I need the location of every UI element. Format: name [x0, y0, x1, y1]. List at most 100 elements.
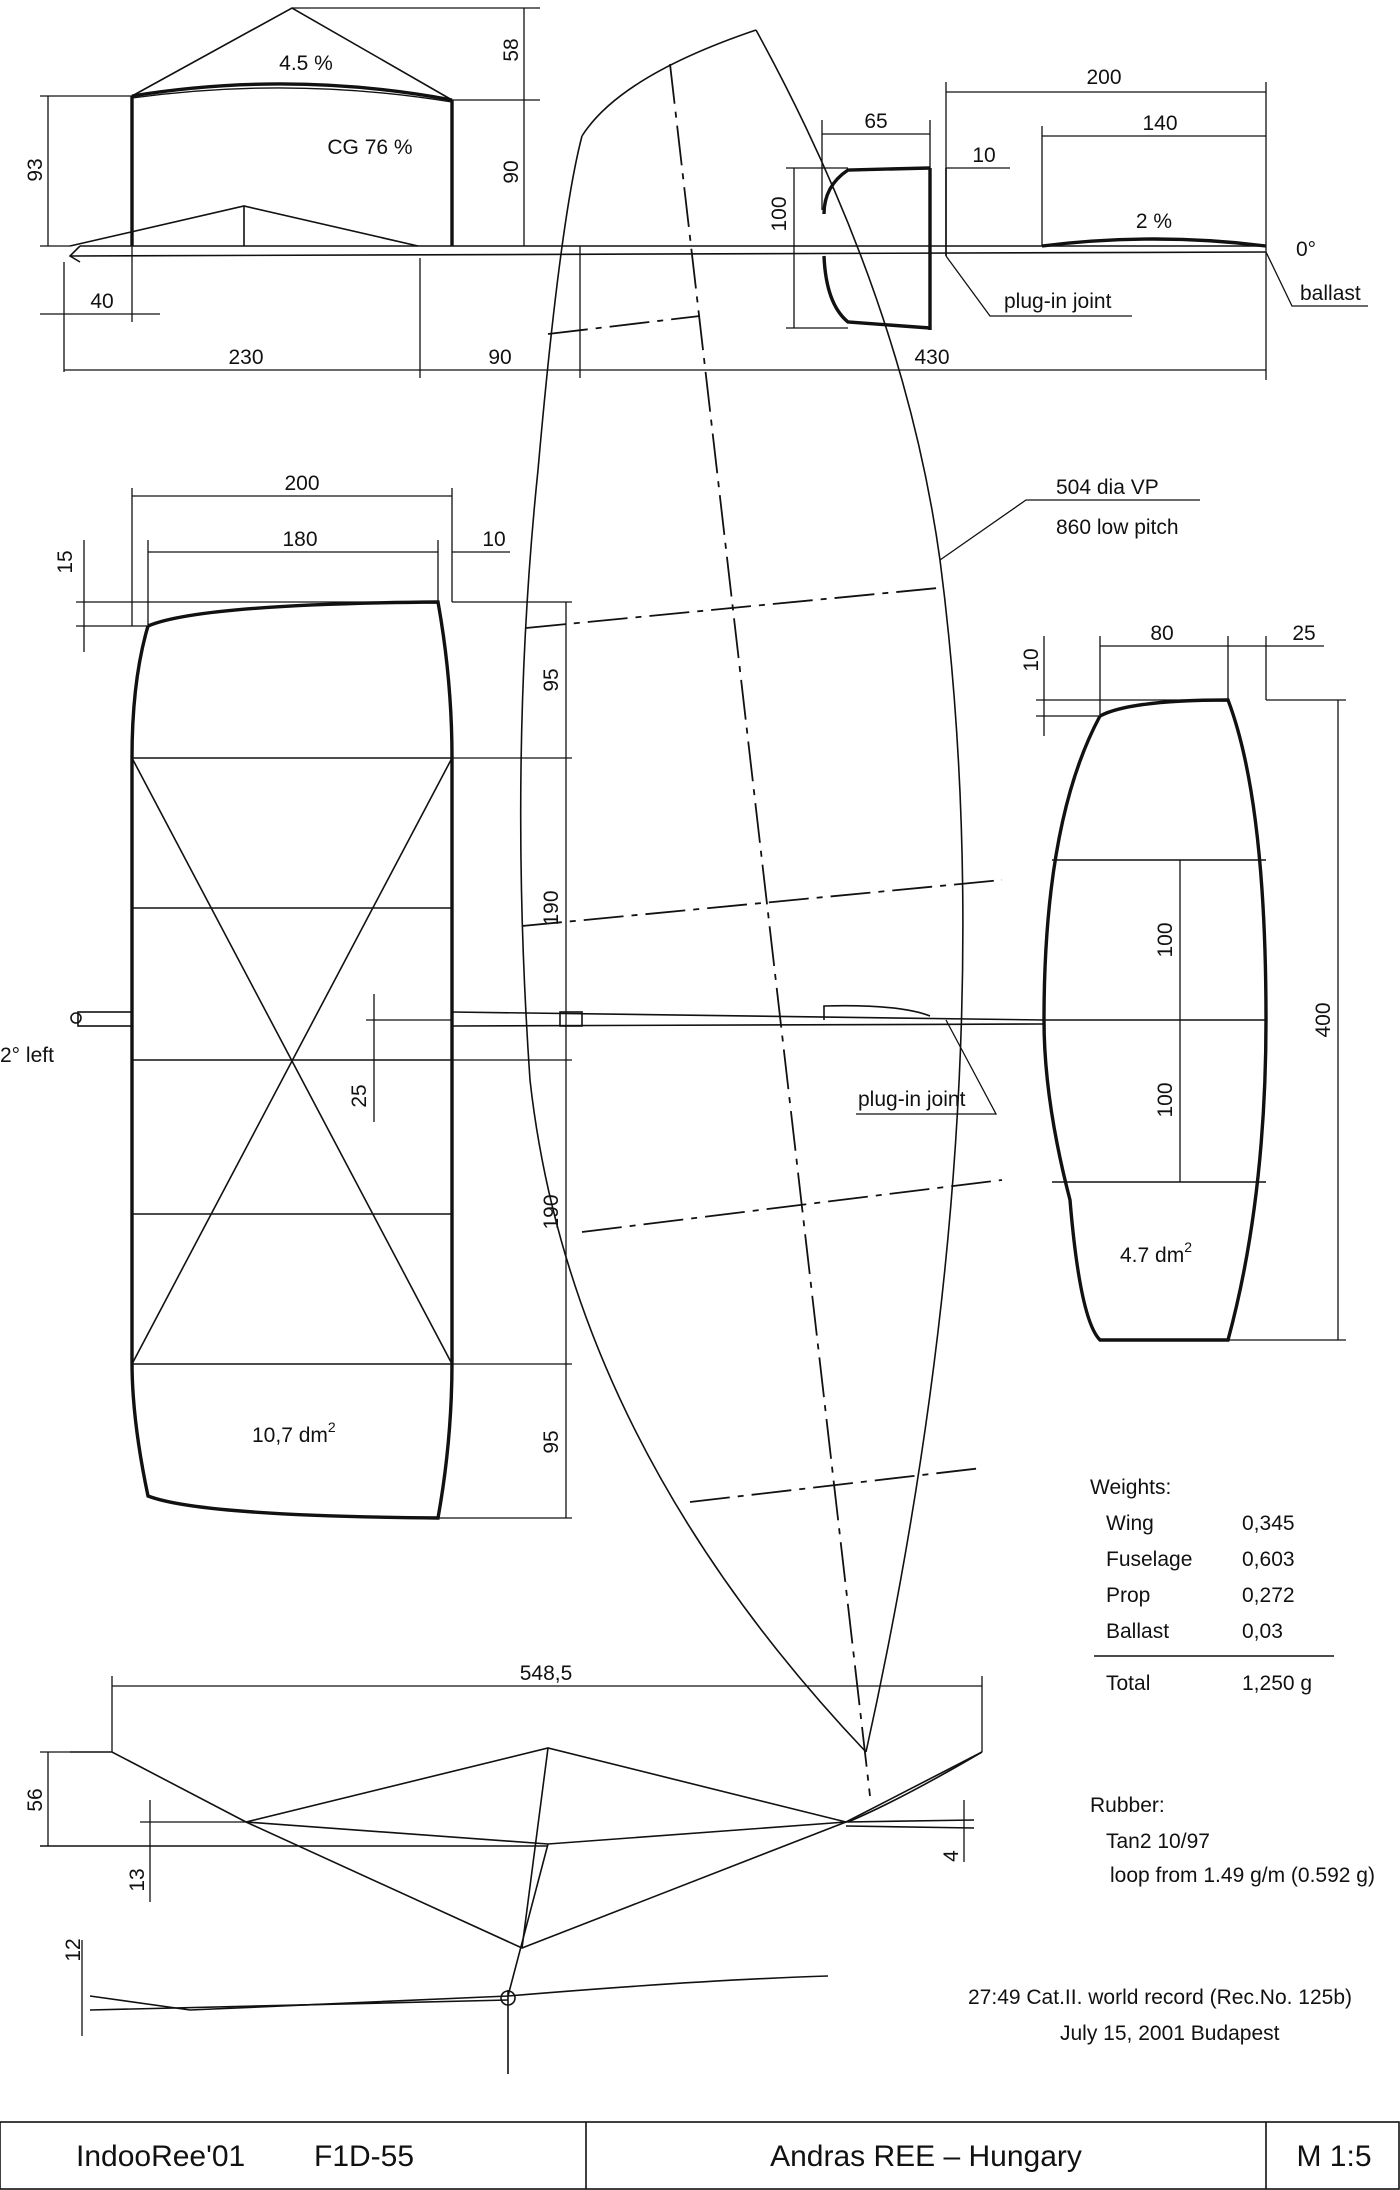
front-stab-line-2 — [845, 1825, 975, 1829]
side-view: 58 90 93 40 230 90 430 65 10 100 — [24, 7, 1368, 380]
weight-value-wing: 0,345 — [1242, 1512, 1295, 1535]
title-block-frame — [0, 2121, 1400, 2190]
side-fin — [822, 166, 931, 215]
prop-rib-1 — [547, 315, 701, 335]
side-wing-camber-lower — [131, 87, 453, 103]
weight-value-prop: 0,272 — [1242, 1584, 1295, 1607]
dim-58: 58 — [500, 38, 523, 61]
title-block: IndooRee'01 F1D-55 Andras REE – Hungary … — [0, 2121, 1400, 2190]
stab-outline — [1042, 698, 1268, 1342]
wing-dim-200: 200 — [284, 472, 319, 495]
prop-rib-3 — [521, 879, 1003, 927]
front-stab-line — [845, 1819, 975, 1823]
side-fuselage-bottom — [69, 251, 1267, 257]
dim-230: 230 — [228, 346, 263, 369]
title-model-name: IndooRee'01 — [76, 2140, 245, 2173]
prop-label-diameter: 504 dia VP — [1056, 476, 1159, 499]
front-prop-lower — [89, 1999, 509, 2011]
prop-rib-4 — [581, 1179, 1003, 1233]
wing-dim-15: 15 — [54, 550, 77, 573]
rubber-line-2: loop from 1.49 g/m (0.592 g) — [1110, 1864, 1375, 1887]
front-dim-13: 13 — [126, 1868, 149, 1891]
stab-dim-100-bottom: 100 — [1154, 1082, 1177, 1117]
front-wing-dihedral-left — [70, 1751, 247, 1823]
top-fuselage-line-2 — [451, 1023, 1045, 1027]
weights-table: Weights: Wing 0,345 Fuselage 0,603 Prop … — [1090, 1476, 1334, 1695]
rubber-notes: Rubber: Tan2 10/97 loop from 1.49 g/m (0… — [1090, 1794, 1375, 1887]
wing-dim-190-top: 190 — [540, 890, 563, 925]
front-stab — [847, 1751, 983, 1823]
front-post — [521, 1747, 549, 1949]
propeller: 504 dia VP 860 low pitch — [519, 29, 1200, 1797]
cg-label: CG 76 % — [327, 136, 412, 159]
dim-10-side: 10 — [972, 144, 995, 167]
stab-area-label: 4.7 dm2 — [1120, 1239, 1192, 1267]
weight-total-name: Total — [1106, 1672, 1150, 1695]
side-fin-lower — [822, 255, 931, 330]
wing-dim-180: 180 — [282, 528, 317, 551]
wing-tilt-label: 2° left — [0, 1044, 54, 1067]
weight-value-ballast: 0,03 — [1242, 1620, 1283, 1643]
prop-outline-left — [519, 135, 867, 1753]
ballast-label: ballast — [1300, 282, 1361, 305]
record-note: 27:49 Cat.II. world record (Rec.No. 125b… — [968, 1986, 1352, 2045]
front-bracing-mid — [245, 1821, 847, 1845]
stab-dim-400: 400 — [1312, 1002, 1335, 1037]
record-line-2: July 15, 2001 Budapest — [1060, 2022, 1280, 2045]
wing-cross-brace-2 — [131, 757, 453, 1365]
wing-dim-95-top: 95 — [540, 668, 563, 691]
side-stab-camber — [1041, 237, 1267, 248]
dim-140: 140 — [1142, 112, 1177, 135]
front-post-lower — [507, 1843, 549, 1997]
wing-dim-10: 10 — [482, 528, 505, 551]
wing-dim-190-bottom: 190 — [540, 1194, 563, 1229]
front-dim-548: 548,5 — [520, 1662, 573, 1685]
title-model-class: F1D-55 — [314, 2140, 414, 2173]
front-dim-56: 56 — [24, 1788, 47, 1811]
side-wing-camber — [131, 82, 453, 102]
wing-dim-25: 25 — [348, 1084, 371, 1107]
title-scale: M 1:5 — [1296, 2140, 1371, 2173]
prop-spar — [669, 63, 871, 1797]
prop-rib-5 — [689, 1467, 983, 1503]
front-view: 548,5 56 13 4 12 — [24, 1662, 983, 2074]
front-dim-4: 4 — [940, 1850, 963, 1862]
stab-dim-80: 80 — [1150, 622, 1173, 645]
prop-outline-right — [755, 29, 964, 1753]
top-fin — [823, 1004, 931, 1020]
wing-camber-label: 4.5 % — [279, 52, 333, 75]
stabilizer-top-view: 80 25 10 100 100 400 4.7 dm2 — [1020, 622, 1346, 1342]
top-fuselage-plug — [559, 1011, 583, 1027]
weight-name-prop: Prop — [1106, 1584, 1150, 1607]
wing-top-view: 200 180 10 15 95 190 190 95 25 10,7 dm2 … — [0, 472, 1045, 1520]
wing-dim-95-bottom: 95 — [540, 1430, 563, 1453]
front-prop — [89, 1975, 829, 2011]
side-plug-joint-label: plug-in joint — [1004, 290, 1112, 313]
dim-90-vertical: 90 — [500, 160, 523, 183]
front-dim-12: 12 — [62, 1938, 85, 1961]
wing-area-label: 10,7 dm2 — [252, 1419, 336, 1447]
rubber-line-1: Tan2 10/97 — [1106, 1830, 1210, 1853]
front-bracing-low — [245, 1821, 847, 1949]
dim-65: 65 — [864, 110, 887, 133]
weight-name-wing: Wing — [1106, 1512, 1154, 1535]
dim-93: 93 — [24, 158, 47, 181]
rubber-title: Rubber: — [1090, 1794, 1165, 1817]
stab-dim-10: 10 — [1020, 648, 1043, 671]
front-wing-dihedral-right — [845, 1751, 983, 1823]
stab-dim-100-top: 100 — [1154, 922, 1177, 957]
dim-90-horizontal: 90 — [488, 346, 511, 369]
weight-name-fuselage: Fuselage — [1106, 1548, 1192, 1571]
title-designer: Andras REE – Hungary — [770, 2140, 1082, 2173]
incidence-label: 0° — [1296, 238, 1316, 261]
stab-dim-25: 25 — [1292, 622, 1315, 645]
stab-camber-label: 2 % — [1136, 210, 1172, 233]
prop-tip — [581, 29, 757, 137]
weight-value-fuselage: 0,603 — [1242, 1548, 1295, 1571]
prop-label-pitch: 860 low pitch — [1056, 516, 1179, 539]
top-fuselage-nose — [77, 1011, 133, 1027]
dim-40: 40 — [90, 290, 113, 313]
record-line-1: 27:49 Cat.II. world record (Rec.No. 125b… — [968, 1986, 1352, 2009]
dim-430: 430 — [914, 346, 949, 369]
